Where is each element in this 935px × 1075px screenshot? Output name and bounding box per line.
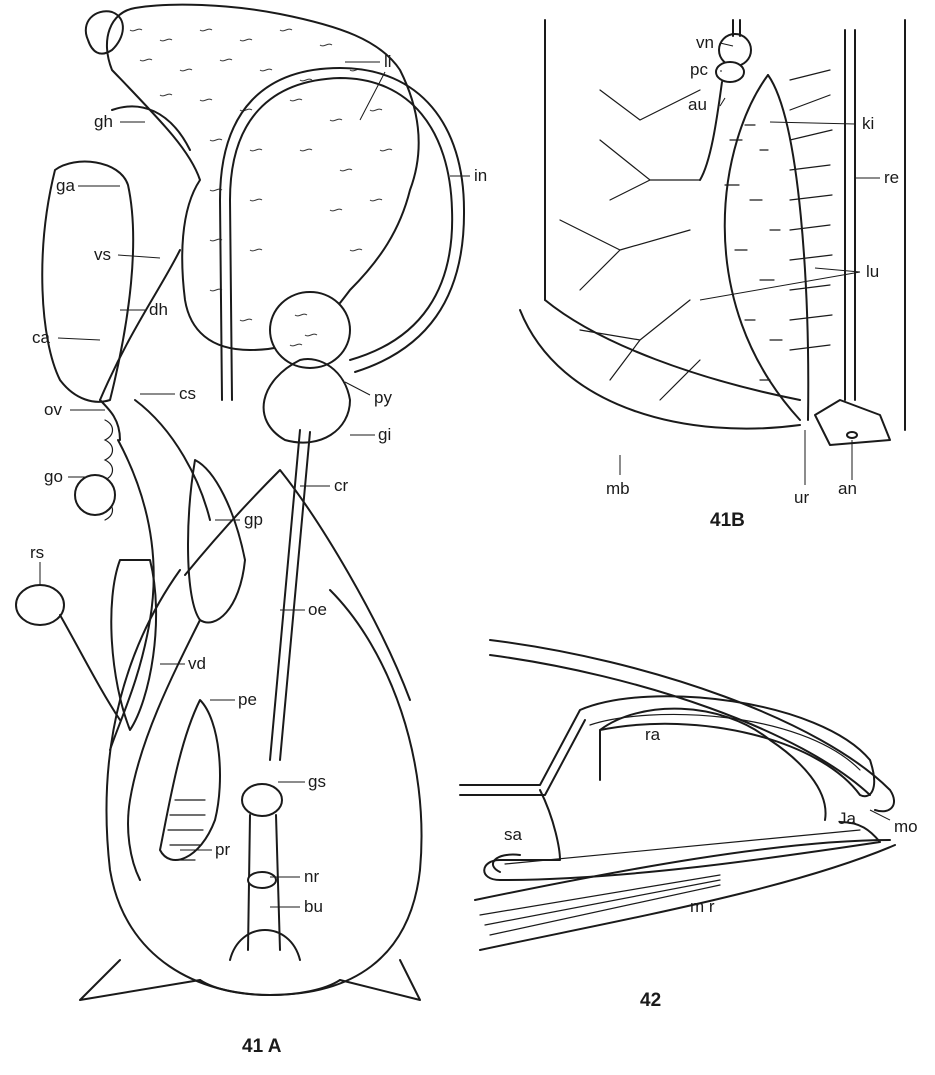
label-ga: ga bbox=[56, 176, 75, 195]
label-vs: vs bbox=[94, 245, 111, 264]
reproductive-system-drawing bbox=[16, 106, 245, 880]
label-re: re bbox=[884, 168, 899, 187]
caption-41a: 41 A bbox=[242, 1036, 282, 1057]
label-ur: ur bbox=[794, 488, 809, 507]
label-pc: pc bbox=[690, 60, 708, 79]
label-go: go bbox=[44, 467, 63, 486]
label-pe: pe bbox=[238, 690, 257, 709]
label-gp: gp bbox=[244, 510, 263, 529]
label-sa: sa bbox=[504, 825, 523, 844]
caption-42: 42 bbox=[640, 990, 661, 1011]
label-bu: bu bbox=[304, 897, 323, 916]
label-py: py bbox=[374, 388, 392, 407]
label-li: li bbox=[384, 52, 392, 71]
buccal-mass-drawing bbox=[460, 640, 895, 950]
body-outline-drawing bbox=[80, 470, 422, 1000]
label-vn: vn bbox=[696, 33, 714, 52]
label-mb: mb bbox=[606, 479, 630, 498]
label-gi: gi bbox=[378, 425, 391, 444]
digestive-gland-drawing bbox=[86, 5, 464, 400]
label-rs: rs bbox=[30, 543, 44, 562]
label-cs: cs bbox=[179, 384, 196, 403]
gut-drawing bbox=[230, 359, 350, 960]
figure-41b: vn pc au ki re lu mb ur an 41B bbox=[520, 20, 905, 531]
label-ra: ra bbox=[645, 725, 661, 744]
label-ki: ki bbox=[862, 114, 874, 133]
label-vd: vd bbox=[188, 654, 206, 673]
label-lu: lu bbox=[866, 262, 879, 281]
label-dh: dh bbox=[149, 300, 168, 319]
label-pr: pr bbox=[215, 840, 230, 859]
label-in: in bbox=[474, 166, 487, 185]
label-gh: gh bbox=[94, 112, 113, 131]
label-gs: gs bbox=[308, 772, 326, 791]
label-au: au bbox=[688, 95, 707, 114]
caption-41b: 41B bbox=[710, 510, 745, 531]
label-cr: cr bbox=[334, 476, 349, 495]
label-nr: nr bbox=[304, 867, 319, 886]
label-ca: ca bbox=[32, 328, 51, 347]
label-an: an bbox=[838, 479, 857, 498]
label-mr: m r bbox=[690, 897, 715, 916]
label-ov: ov bbox=[44, 400, 62, 419]
figure-41a: li gh ga in vs dh ca cs ov py gi go cr g… bbox=[16, 5, 487, 1057]
figure-42: ra sa Ja mo m r 42 bbox=[460, 640, 918, 1011]
label-ja: Ja bbox=[838, 809, 857, 828]
label-mo: mo bbox=[894, 817, 918, 836]
kidney-lung-drawing bbox=[520, 20, 905, 445]
label-oe: oe bbox=[308, 600, 327, 619]
